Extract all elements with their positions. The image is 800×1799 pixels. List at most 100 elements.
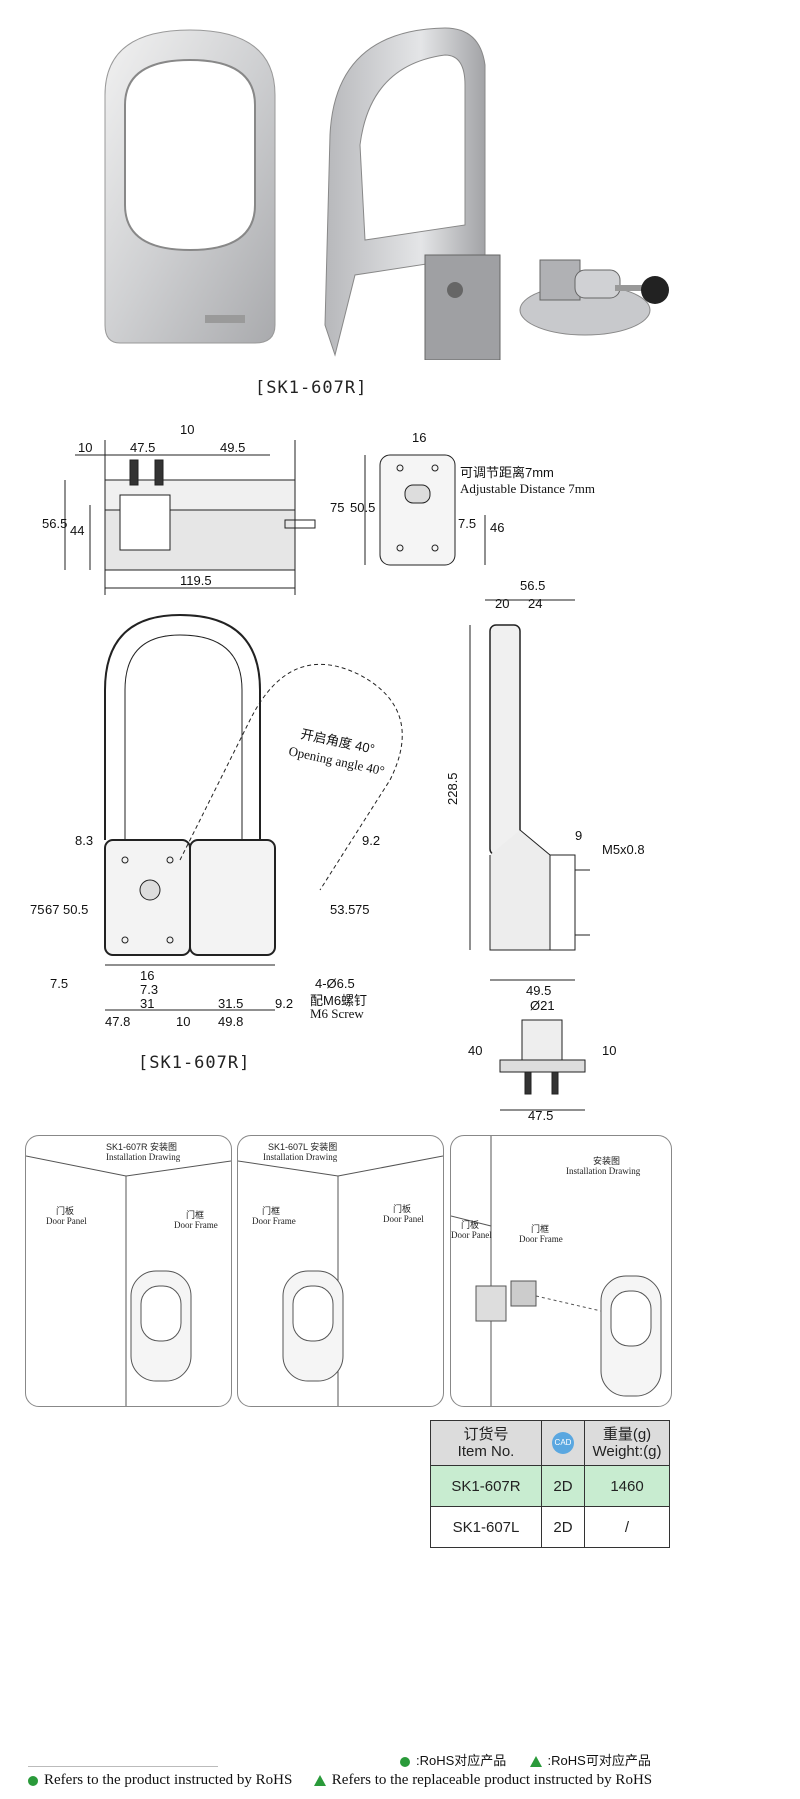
install-right-cn-2: 门板 xyxy=(393,1204,412,1214)
dim-cyl-3: 47.5 xyxy=(528,1108,553,1120)
header-cad: CAD xyxy=(541,1420,585,1466)
dim-top-6: 119.5 xyxy=(180,573,212,588)
top-view-outline xyxy=(64,440,316,595)
cad-icon: CAD xyxy=(552,1432,574,1454)
install-right-en-2: Door Panel xyxy=(383,1214,424,1224)
dim-right-6: 49.5 xyxy=(526,983,551,998)
install-left-en-2: Door Frame xyxy=(252,1216,296,1226)
rohs-dot-icon xyxy=(400,1756,410,1767)
photo-caption: [SK1-607R] xyxy=(255,378,368,398)
dim-top-0: 10 xyxy=(78,440,92,455)
dim-right-3: 228.5 xyxy=(445,772,460,805)
dim-side-3: 7.5 xyxy=(458,516,476,531)
row-weight: 1460 xyxy=(584,1465,670,1507)
right-view-outline xyxy=(469,599,590,981)
installation-sketch-2 xyxy=(238,1155,443,1406)
row-item: SK1-607L xyxy=(430,1506,542,1548)
technical-drawing: 10 47.5 10 49.5 56.5 44 119.5 16 75 50.5… xyxy=(30,422,645,1120)
dim-front-9: 7.3 xyxy=(140,982,158,997)
dim-cyl-2: 10 xyxy=(602,1043,616,1058)
key-cylinder-photo xyxy=(519,259,669,336)
table-row: SK1-607L 2D / xyxy=(430,1506,670,1548)
install-left-en-3: Door Panel xyxy=(451,1230,492,1240)
dim-right-1: 20 xyxy=(495,596,509,611)
screw-en: M6 Screw xyxy=(310,1006,364,1021)
row-weight: / xyxy=(584,1506,670,1548)
dim-front-15: 49.8 xyxy=(218,1014,243,1029)
install-title-1: SK1-607R 安装图 xyxy=(106,1142,178,1152)
install-left-cn-2: 门框 xyxy=(262,1206,281,1216)
install-right-cn-3: 门框 xyxy=(531,1224,550,1234)
legend-en: Refers to the product instructed by RoHS… xyxy=(28,1772,652,1789)
install-right-en-1: Door Frame xyxy=(174,1220,218,1230)
row-cad[interactable]: 2D xyxy=(541,1465,585,1507)
rohs-dot-icon xyxy=(28,1775,38,1786)
installation-panel-2: SK1-607L 安装图 Installation Drawing 门框 Doo… xyxy=(237,1135,444,1407)
dim-right-5: M5x0.8 xyxy=(602,842,645,857)
install-title-en-2: Installation Drawing xyxy=(263,1152,338,1162)
dim-front-7: 7.5 xyxy=(50,976,68,991)
front-view-outline xyxy=(104,613,403,1011)
dim-front-10: 31 xyxy=(140,996,154,1011)
header-weight: 重量(g)Weight:(g) xyxy=(584,1420,670,1466)
dim-front-12: 9.2 xyxy=(275,996,293,1011)
installation-panel-1: SK1-607R 安装图 Installation Drawing 门板 Doo… xyxy=(25,1135,232,1407)
cylinder-view-outline xyxy=(499,1019,586,1111)
dim-front-5: 53.5 xyxy=(330,902,355,917)
adjust-cn: 可调节距离7mm xyxy=(460,465,554,480)
screw-cn: 配M6螺钉 xyxy=(310,993,367,1008)
install-title-en-3: Installation Drawing xyxy=(566,1166,641,1176)
installation-sketch-3 xyxy=(451,1136,662,1406)
install-right-cn-1: 门框 xyxy=(186,1210,205,1220)
row-cad[interactable]: 2D xyxy=(541,1506,585,1548)
table-row: SK1-607R 2D 1460 xyxy=(430,1465,670,1507)
dim-side-1: 75 xyxy=(330,500,344,515)
dim-front-14: 10 xyxy=(176,1014,190,1029)
rohs-triangle-icon xyxy=(313,1775,326,1787)
drawing-caption: [SK1-607R] xyxy=(138,1053,251,1073)
dim-front-2: 75 xyxy=(30,902,44,917)
dim-side-0: 16 xyxy=(412,430,426,445)
dim-front-1: 9.2 xyxy=(362,833,380,848)
footer-divider xyxy=(28,1766,218,1767)
legend-cn: :RoHS对应产品 :RoHS可对应产品 xyxy=(400,1750,651,1769)
dim-front-6: 75 xyxy=(355,902,369,917)
product-photo-side xyxy=(324,27,501,360)
dim-top-1: 47.5 xyxy=(130,440,155,455)
row-item: SK1-607R xyxy=(430,1465,542,1507)
install-title-2: SK1-607L 安装图 xyxy=(268,1142,338,1152)
dim-top-5: 44 xyxy=(70,523,84,538)
install-right-en-3: Door Frame xyxy=(519,1234,563,1244)
dim-right-4: 9 xyxy=(575,828,582,843)
dim-front-4: 50.5 xyxy=(63,902,88,917)
install-title-3: 安装图 xyxy=(593,1156,621,1166)
dim-cyl-0: Ø21 xyxy=(530,998,555,1013)
dim-right-0: 56.5 xyxy=(520,578,545,593)
dim-side-2: 50.5 xyxy=(350,500,375,515)
dim-cyl-1: 40 xyxy=(468,1043,482,1058)
dim-front-11: 31.5 xyxy=(218,996,243,1011)
dim-top-3: 49.5 xyxy=(220,440,245,455)
dim-top-2: 10 xyxy=(180,422,194,437)
dim-side-4: 46 xyxy=(490,520,504,535)
adjust-en: Adjustable Distance 7mm xyxy=(460,481,595,496)
installation-panel-3: 安装图 Installation Drawing 门板 Door Panel 门… xyxy=(450,1135,672,1407)
dim-front-8: 16 xyxy=(140,968,154,983)
install-left-cn-1: 门板 xyxy=(56,1206,75,1216)
dim-right-2: 24 xyxy=(528,596,542,611)
dim-top-4: 56.5 xyxy=(42,516,67,531)
product-photo-front xyxy=(104,29,276,344)
install-title-en-1: Installation Drawing xyxy=(106,1152,181,1162)
holes-label: 4-Ø6.5 xyxy=(315,976,355,991)
dim-front-3: 67 xyxy=(45,902,59,917)
dim-front-13: 47.8 xyxy=(105,1014,130,1029)
rohs-triangle-icon xyxy=(529,1756,542,1768)
installation-sketch-1 xyxy=(26,1155,231,1406)
side-view-outline xyxy=(364,454,486,566)
dim-front-0: 8.3 xyxy=(75,833,93,848)
install-left-cn-3: 门板 xyxy=(461,1220,480,1230)
install-left-en-1: Door Panel xyxy=(46,1216,87,1226)
